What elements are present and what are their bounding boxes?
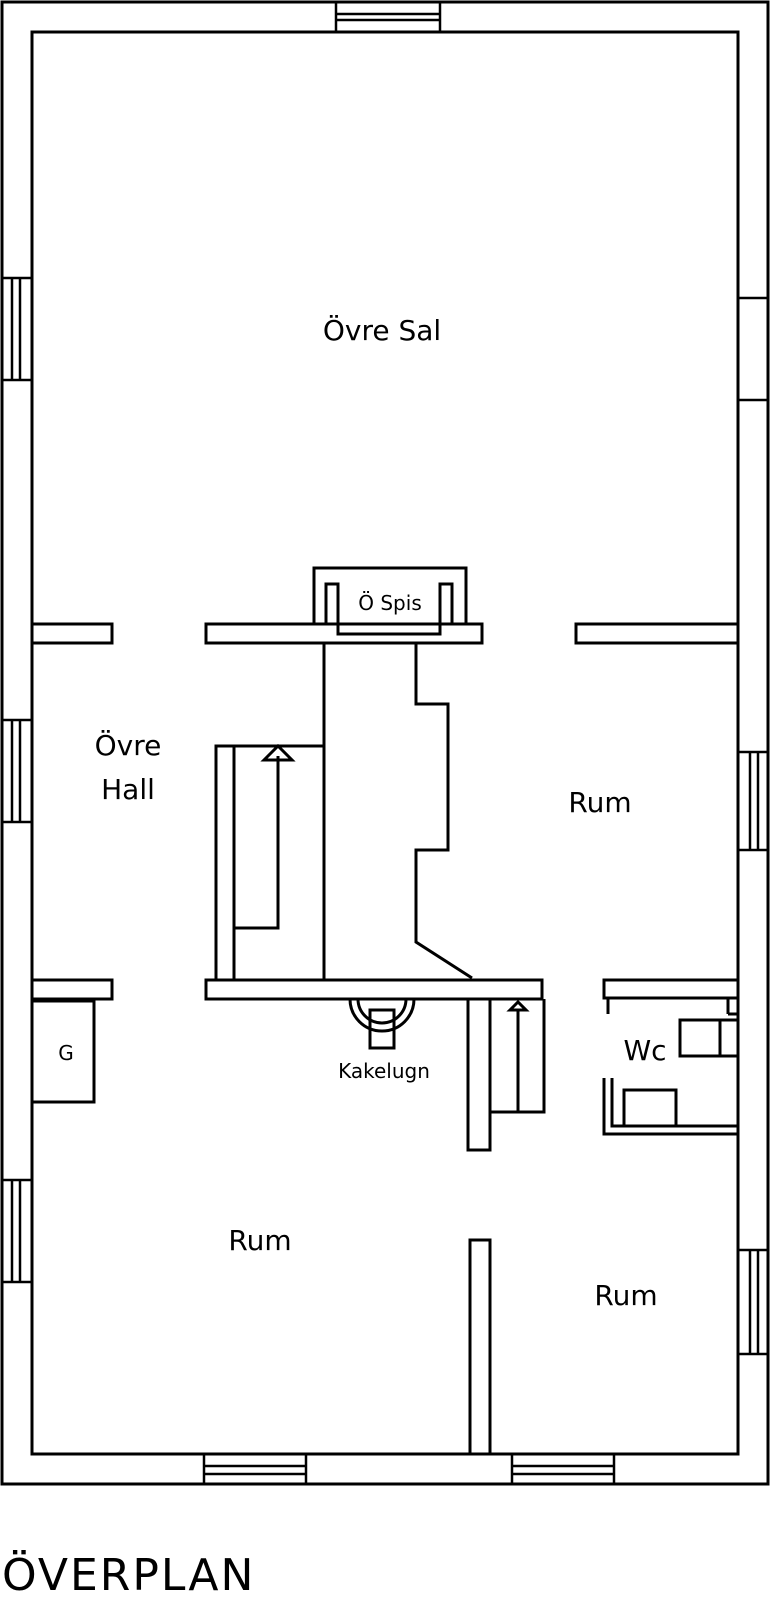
kakelugn-outer-arc (348, 998, 416, 1033)
outer-wall-outline (0, 0, 770, 1486)
kakelugn-stove (348, 998, 416, 1050)
label-wc: Wc (623, 1034, 666, 1067)
kakelugn-body (368, 1008, 396, 1050)
stairs (214, 743, 546, 1152)
wall-sal-right (574, 622, 740, 645)
label-rum-east: Rum (568, 786, 631, 819)
label-rum-southwest: Rum (228, 1224, 291, 1257)
label-ovre-sal: Övre Sal (323, 313, 441, 347)
outer-walls (0, 0, 770, 1486)
stair-lower-arrow (506, 999, 530, 1012)
wall-hall-bottom-center (204, 978, 544, 1001)
kakelugn-inner-arc (356, 998, 408, 1025)
spis-outer (312, 566, 468, 624)
label-ovre-hall-2: Hall (101, 773, 155, 806)
window-bottom-1 (202, 1454, 308, 1484)
spis-inner (324, 582, 454, 636)
wall-sal-left (30, 622, 114, 645)
window-bottom-2 (510, 1454, 616, 1484)
plan-title: ÖVERPLAN (2, 1549, 255, 1600)
closet-g (32, 999, 96, 1104)
wall-wc-top (602, 978, 740, 1000)
windows (2, 2, 768, 1484)
window-right-2 (738, 750, 768, 852)
window-left-2 (2, 718, 32, 824)
wc-fixture-top (678, 1018, 740, 1058)
window-top (334, 2, 442, 32)
wall-chimney-east (414, 643, 473, 980)
window-left-3 (2, 1178, 32, 1284)
wall-south-divider (468, 1238, 492, 1456)
label-kakelugn: Kakelugn (338, 1059, 430, 1083)
stair-upper-arrow (260, 743, 296, 762)
interior-walls (30, 566, 740, 1456)
label-g: G (58, 1041, 74, 1065)
stair-upper-run (232, 756, 280, 980)
window-right-3 (738, 1248, 768, 1356)
label-rum-southeast: Rum (594, 1279, 657, 1312)
room-labels: Övre Sal Övre Hall Rum Wc Rum Rum Ö Spis… (58, 313, 666, 1312)
wall-hall-bottom-left (30, 978, 114, 1001)
window-left-1 (2, 276, 32, 382)
wall-wc-outer (602, 1078, 738, 1136)
wc-fixture-bottom (622, 1088, 678, 1128)
window-right-1 (738, 296, 768, 402)
stair-upper-outer (214, 744, 324, 980)
label-spis: Ö Spis (358, 591, 421, 615)
stair-lower (466, 999, 546, 1152)
wall-wc-inner (610, 1078, 738, 1128)
inner-wall-outline (30, 30, 740, 1456)
label-ovre-hall-1: Övre (95, 728, 162, 762)
